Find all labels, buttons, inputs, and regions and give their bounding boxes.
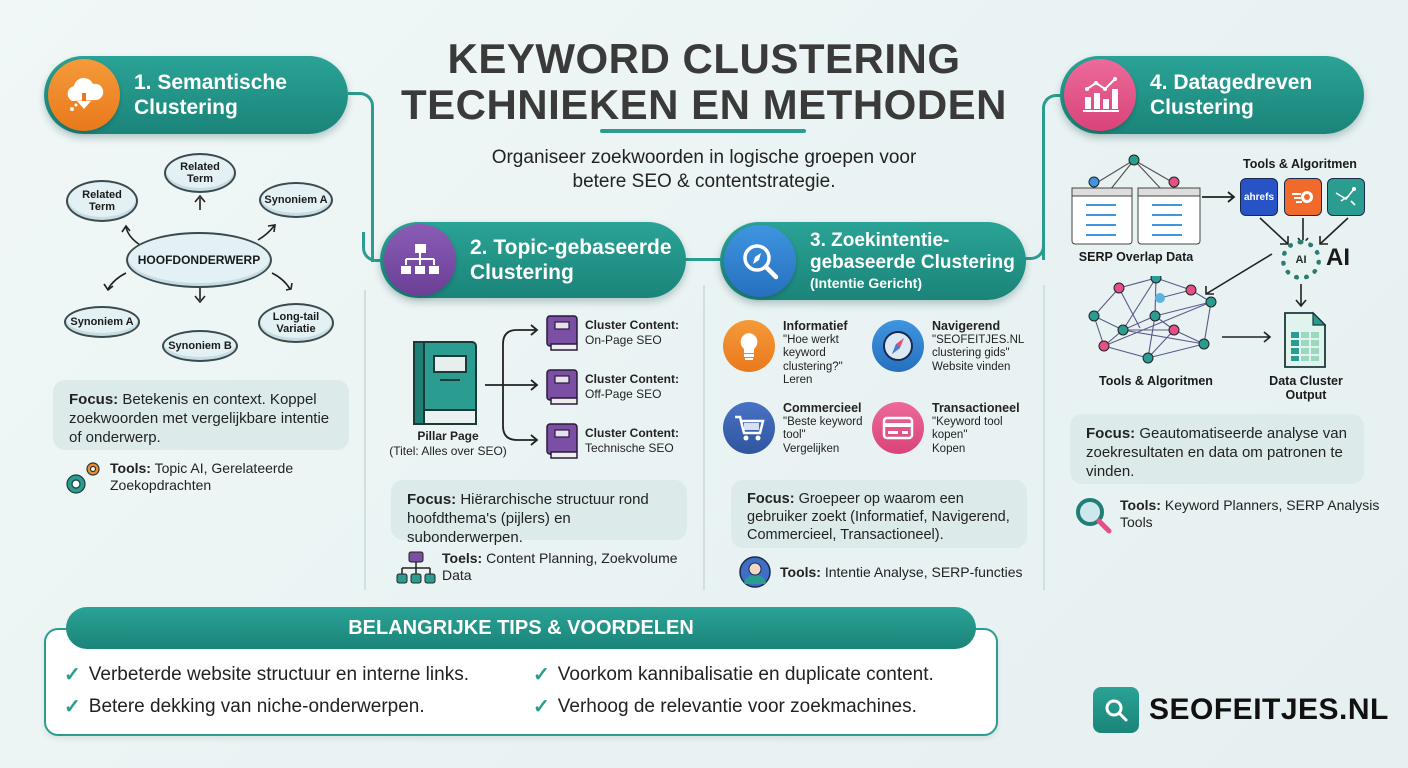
section-1-header: 1. Semantische Clustering xyxy=(44,56,348,134)
ahrefs-logo: ahrefs xyxy=(1240,178,1278,216)
section-4-header: 4. Datagedreven Clustering xyxy=(1060,56,1364,134)
pillar-book-icon xyxy=(413,341,477,425)
keyword-insights-logo xyxy=(1327,178,1365,216)
branch-arrows xyxy=(485,324,539,446)
tip-item: ✓Betere dekking van niche-onderwerpen. xyxy=(64,695,425,719)
connector-3-4 xyxy=(1042,94,1070,260)
semrush-logo xyxy=(1284,178,1322,216)
cloud-related-term-left: Related Term xyxy=(66,180,138,222)
user-avatar-icon xyxy=(739,556,771,588)
ai-to-network-arrow xyxy=(1205,253,1273,295)
subtitle-line-1: Organiseer zoekwoorden in logische groep… xyxy=(491,147,917,168)
section-4-focus: Focus: Geautomatiseerde analyse van zoek… xyxy=(1070,414,1364,484)
connector-1-2-bottom xyxy=(362,232,388,262)
title-line-2: TECHNIEKEN EN METHODEN xyxy=(400,81,1008,128)
cloud-synoniem-b: Synoniem B xyxy=(162,330,238,362)
section-4-title-line-2: Clustering xyxy=(1150,96,1254,119)
magnifier-icon xyxy=(1076,498,1112,534)
title-line-1: KEYWORD CLUSTERING xyxy=(447,35,961,82)
section-3-tools: Tools: Intentie Analyse, SERP-functies xyxy=(738,555,1038,589)
page-subtitle: Organiseer zoekwoorden in logische groep… xyxy=(0,146,1408,194)
ai-to-output-arrow xyxy=(1295,284,1307,308)
section-3-header: 3. Zoekintentie- gebaseerde Clustering (… xyxy=(720,222,1026,300)
section-3-title-line-2: gebaseerde Clustering xyxy=(810,252,1015,273)
page-title: KEYWORD CLUSTERING TECHNIEKEN EN METHODE… xyxy=(0,36,1408,128)
title-underline xyxy=(600,129,806,133)
section-4-tools: Tools: Keyword Planners, SERP Analysis T… xyxy=(1074,497,1384,535)
column-divider-2 xyxy=(703,285,705,590)
arrow-right-icon xyxy=(1202,191,1236,203)
section-3-focus: Focus: Groepeer op waarom een gebruiker … xyxy=(731,480,1027,548)
section-3-title-line-1: 3. Zoekintentie- xyxy=(810,230,950,251)
cloud-related-term-top: Related Term xyxy=(164,153,236,193)
connector-2-3 xyxy=(680,258,730,261)
cloud-synoniem-a-left: Synoniem A xyxy=(64,306,140,338)
section-3-title-sub: (Intentie Gericht) xyxy=(810,275,923,291)
section-1-tools: Tools: Topic AI, Gerelateerde Zoekopdrac… xyxy=(62,460,352,498)
folder-hierarchy-icon xyxy=(384,224,456,296)
tips-heading: BELANGRIJKE TIPS & VOORDELEN xyxy=(66,607,976,649)
connector-3-4-bottom xyxy=(1018,230,1045,260)
gears-icon xyxy=(66,462,100,494)
cluster-item: Cluster Content:On-Page SEO xyxy=(545,314,679,352)
section-2-focus: Focus: Hiërarchische structuur rond hoof… xyxy=(391,480,687,546)
column-divider-1 xyxy=(364,290,366,590)
section-1-focus: Focus: Betekenis en context. Koppel zoek… xyxy=(53,380,349,450)
ai-label: AI xyxy=(1326,244,1350,271)
spreadsheet-output-icon xyxy=(1284,311,1327,368)
ai-gear-icon: AI xyxy=(1281,240,1321,280)
check-icon: ✓ xyxy=(64,664,81,686)
cluster-item: Cluster Content:Off-Page SEO xyxy=(545,368,679,406)
subtitle-line-2: betere SEO & contentstrategie. xyxy=(572,171,836,192)
cloud-download-icon xyxy=(48,59,120,131)
cart-icon xyxy=(723,402,775,454)
cluster-book-icon xyxy=(546,423,578,459)
tools-algorithms-heading: Tools & Algoritmen xyxy=(1243,157,1357,171)
serp-overlap-label: SERP Overlap Data xyxy=(1078,250,1194,264)
section-2-tools: Toels: Content Planning, Zoekvolume Data xyxy=(396,550,696,586)
sitemap-icon xyxy=(396,551,436,584)
cloud-synoniem-a-right: Synoniem A xyxy=(259,182,333,218)
check-icon: ✓ xyxy=(64,696,81,718)
section-2-header: 2. Topic-gebaseerde Clustering xyxy=(380,222,686,298)
section-4-title-line-1: 4. Datagedreven xyxy=(1150,71,1313,94)
network-graph-icon xyxy=(1088,276,1217,364)
brand-logo[interactable]: SEOFEITJES.NL xyxy=(1093,687,1389,733)
connector-1-2 xyxy=(348,92,374,262)
section-1-title-line-1: 1. Semantische xyxy=(134,71,287,94)
network-label: Tools & Algoritmen xyxy=(1099,374,1213,388)
pillar-label: Pillar Page (Titel: Alles over SEO) xyxy=(389,429,507,458)
compass-icon xyxy=(872,320,924,372)
lightbulb-icon xyxy=(723,320,775,372)
section-2-title-line-1: 2. Topic-gebaseerde xyxy=(470,236,672,259)
cloud-long-tail: Long-tail Variatie xyxy=(258,303,334,343)
check-icon: ✓ xyxy=(533,696,550,718)
network-to-output-arrow xyxy=(1222,331,1272,343)
tip-item: ✓Verhoog de relevantie voor zoekmachines… xyxy=(533,695,917,719)
tip-item: ✓Voorkom kannibalisatie en duplicate con… xyxy=(533,663,934,687)
serp-overlap-icon xyxy=(1071,154,1201,245)
brand-search-icon xyxy=(1093,687,1139,733)
cluster-book-icon xyxy=(546,315,578,351)
bar-chart-icon xyxy=(1064,59,1136,131)
check-icon: ✓ xyxy=(533,664,550,686)
section-2-title-line-2: Clustering xyxy=(470,261,574,284)
cluster-item: Cluster Content:Technische SEO xyxy=(545,422,679,460)
cloud-center-topic: HOOFDONDERWERP xyxy=(126,232,272,288)
brand-name: SEOFEITJES.NL xyxy=(1149,693,1389,726)
tip-item: ✓Verbeterde website structuur en interne… xyxy=(64,663,469,687)
column-divider-3 xyxy=(1043,285,1045,590)
section-1-title-line-2: Clustering xyxy=(134,96,238,119)
search-compass-icon xyxy=(724,225,796,297)
cluster-book-icon xyxy=(546,369,578,405)
credit-card-icon xyxy=(872,402,924,454)
cloud-diagram-arrows xyxy=(103,194,293,304)
